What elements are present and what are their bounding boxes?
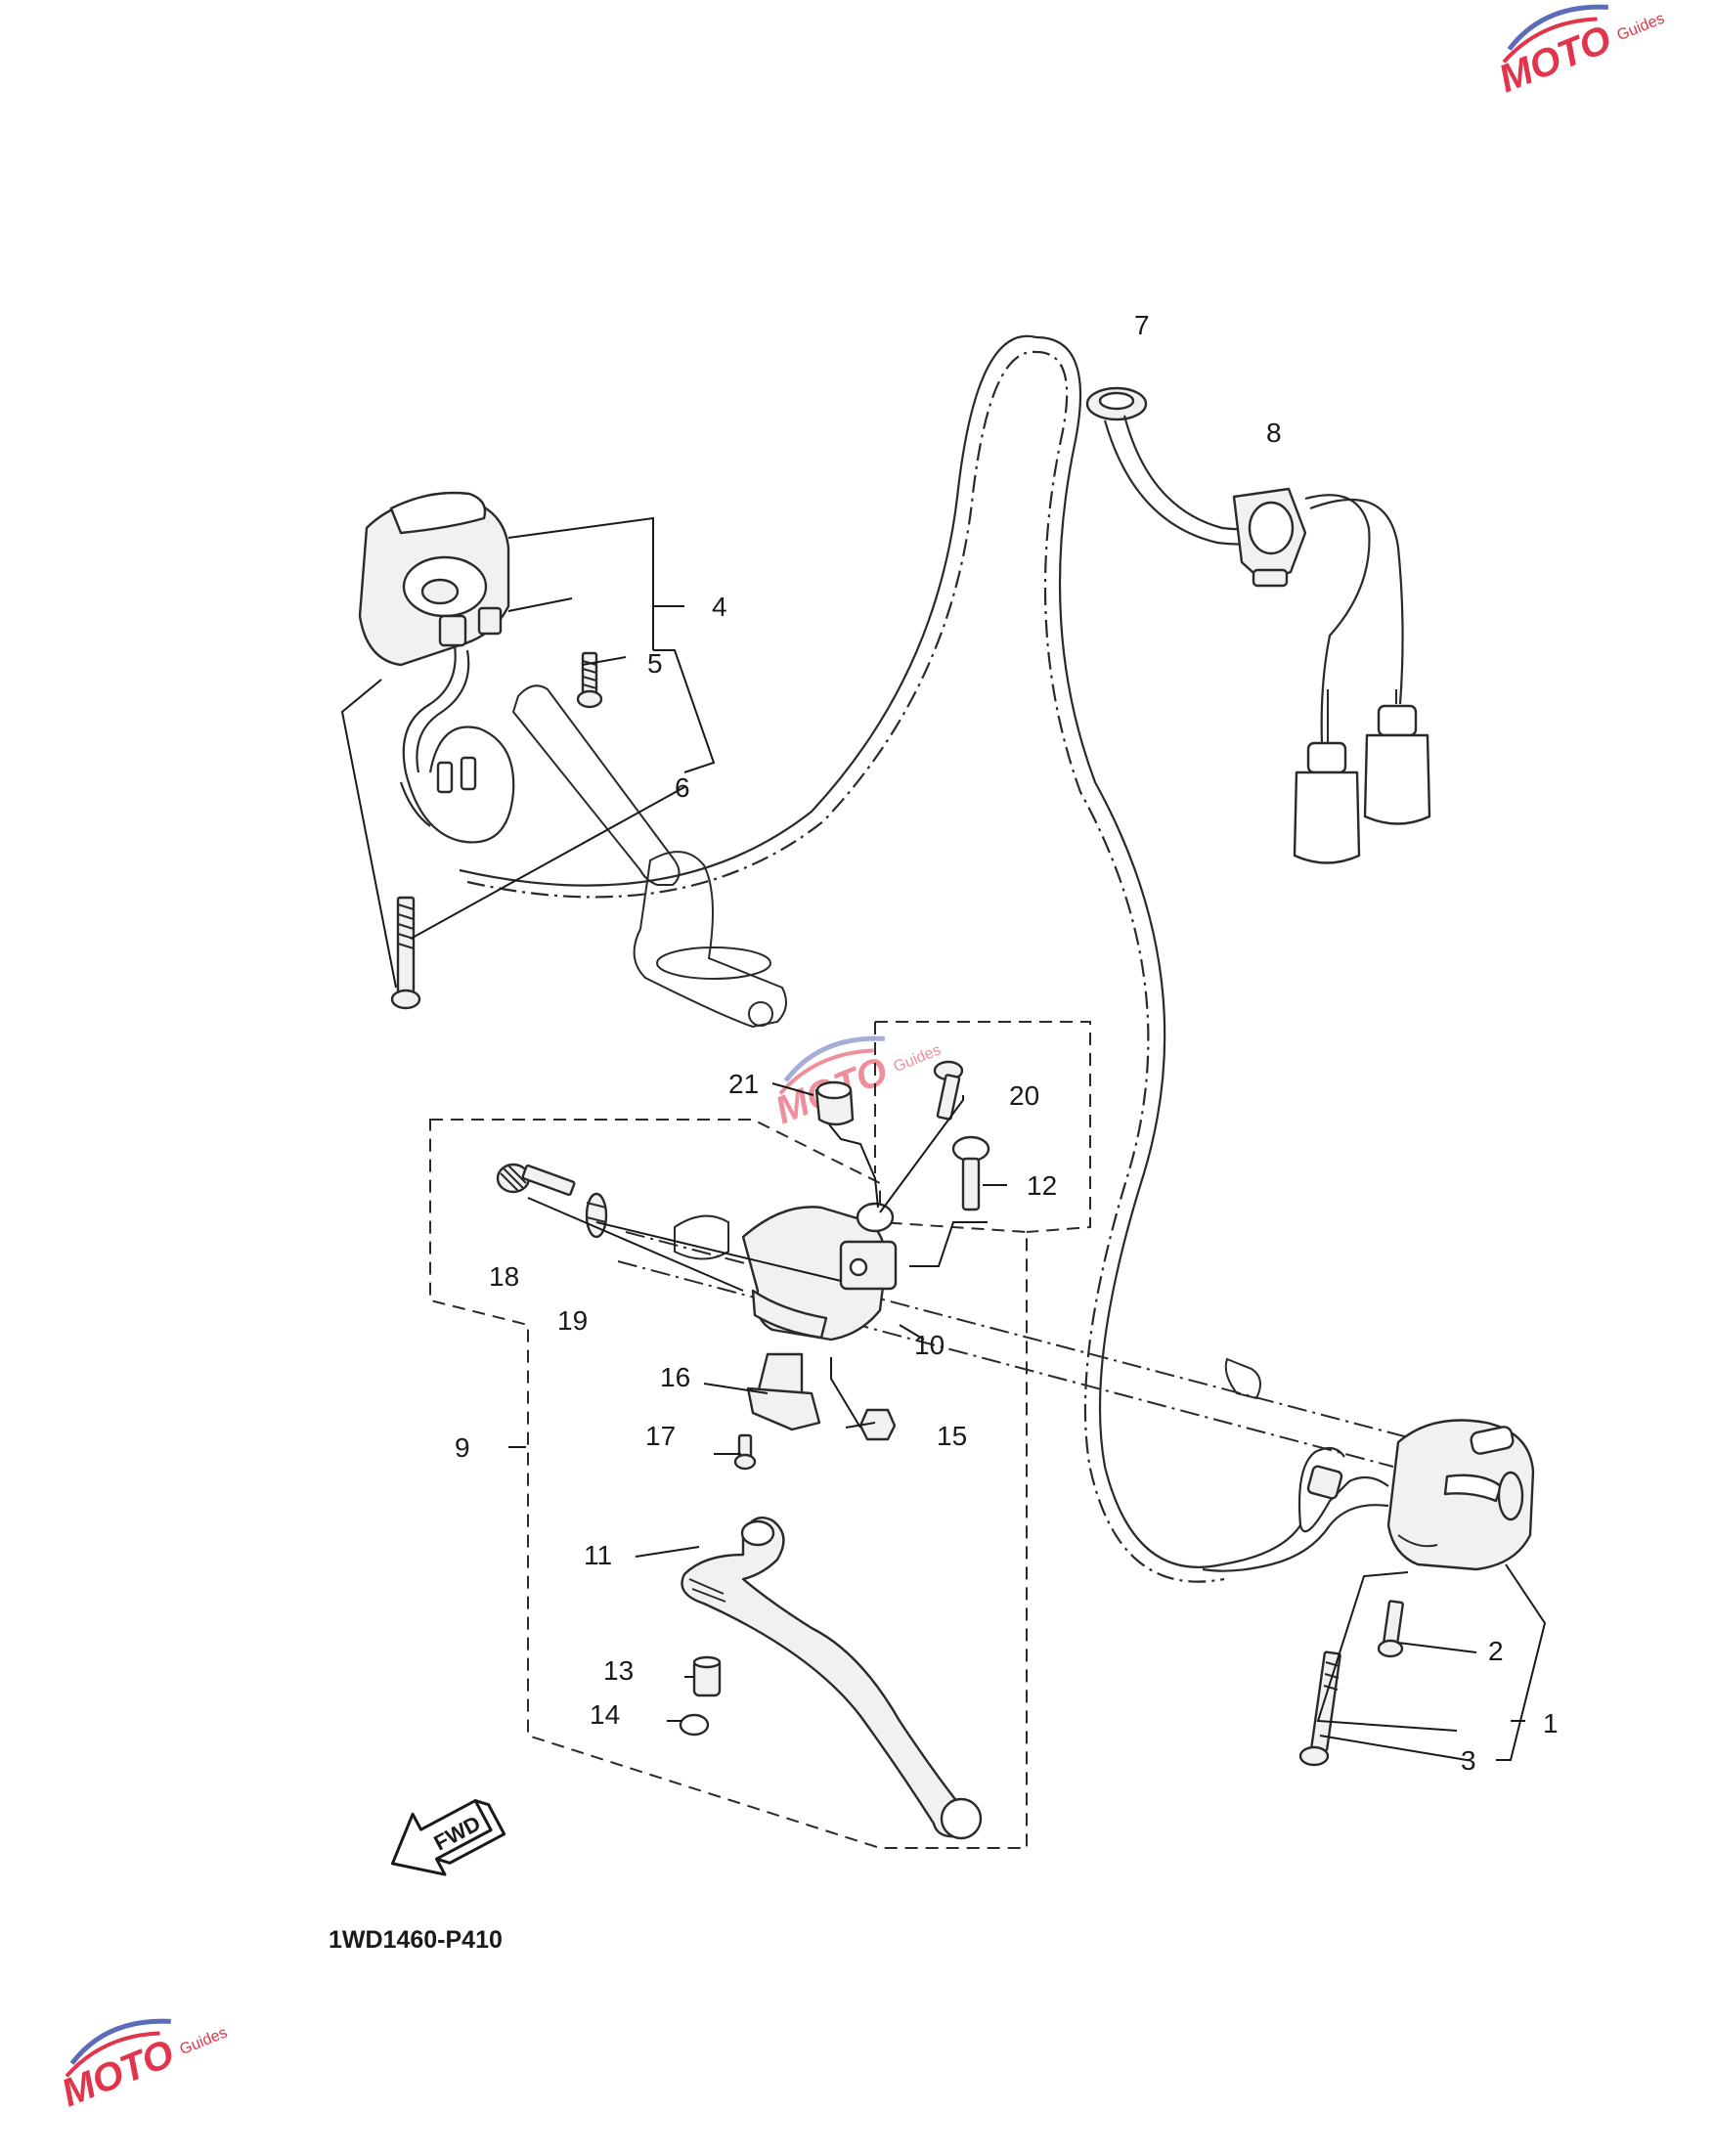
bracket-4 xyxy=(507,516,716,773)
wire-plug-b xyxy=(1309,499,1404,705)
clamp-8 xyxy=(1232,487,1307,588)
callout-20: 20 xyxy=(1009,1080,1039,1111)
connector-plug-right xyxy=(1363,704,1431,825)
callout-12: 12 xyxy=(1027,1170,1057,1201)
handlebar-tube xyxy=(617,1231,1409,1468)
assembly-box-9 xyxy=(429,1119,1028,1849)
left-handlebar-switch xyxy=(358,491,510,667)
fwd-arrow-icon: FWD xyxy=(390,1799,506,1876)
watermark-bottom-left: MOTO Guides xyxy=(56,2018,230,2115)
clutch-lever-11 xyxy=(681,1516,983,1840)
grommet-7 xyxy=(1085,386,1148,421)
callout-17: 17 xyxy=(645,1421,676,1451)
callout-18: 18 xyxy=(489,1261,519,1292)
pivot-bolt-12 xyxy=(951,1135,990,1211)
left-switch-wire xyxy=(402,644,515,844)
lever-holder-10 xyxy=(674,1202,898,1342)
screw-2 xyxy=(1377,1600,1404,1658)
watermark-top-right: MOTO Guides xyxy=(1493,4,1667,101)
watermark-sub: Guides xyxy=(1615,10,1667,44)
bracket-16 xyxy=(746,1352,821,1431)
callout-8: 8 xyxy=(1266,418,1282,448)
watermark-brand: MOTO xyxy=(56,2032,180,2115)
callout-1: 1 xyxy=(1543,1708,1559,1738)
callout-13: 13 xyxy=(603,1655,634,1686)
callout-19: 19 xyxy=(557,1305,588,1336)
callout-15: 15 xyxy=(937,1421,967,1451)
leaders-9 xyxy=(508,1082,1007,1722)
screw-left-long xyxy=(390,896,421,1010)
watermark-sub: Guides xyxy=(178,2024,230,2058)
callout-4: 4 xyxy=(712,592,727,622)
adjuster-18 xyxy=(496,1163,576,1197)
callout-7: 7 xyxy=(1134,310,1150,340)
left-terminal-a xyxy=(436,761,454,794)
bracket-1 xyxy=(1496,1563,1547,1761)
callout-11: 11 xyxy=(584,1540,612,1570)
wire-plug-a xyxy=(1304,494,1371,744)
callout-9: 9 xyxy=(455,1432,470,1463)
callout-14: 14 xyxy=(590,1699,620,1730)
callout-3: 3 xyxy=(1461,1745,1476,1776)
screw-17 xyxy=(733,1433,757,1471)
callout-5: 5 xyxy=(647,648,663,679)
watermark-brand: MOTO xyxy=(1493,18,1617,101)
callout-16: 16 xyxy=(660,1362,690,1392)
assembly-box-20 xyxy=(875,1021,1091,1233)
callout-2: 2 xyxy=(1488,1636,1504,1666)
left-terminal-b xyxy=(460,756,477,791)
connector-plug-left xyxy=(1293,741,1361,864)
right-switch-connector xyxy=(1306,1465,1343,1500)
collar-13 xyxy=(692,1655,722,1697)
callout-10: 10 xyxy=(914,1330,945,1360)
left-grip xyxy=(511,684,681,886)
right-handlebar-switch xyxy=(1386,1419,1535,1571)
left-lever-bracket xyxy=(633,851,787,1029)
callout-6: 6 xyxy=(675,772,690,803)
main-cable xyxy=(459,334,1301,1568)
callout-21: 21 xyxy=(728,1069,759,1099)
watermark-center: MOTO Guides xyxy=(769,1035,944,1132)
main-cable-inner xyxy=(466,350,1225,1583)
cap-21 xyxy=(814,1080,855,1126)
screw-20 xyxy=(933,1060,964,1121)
diagram-code: 1WD1460-P410 xyxy=(329,1926,503,1954)
washer-14 xyxy=(679,1713,710,1737)
